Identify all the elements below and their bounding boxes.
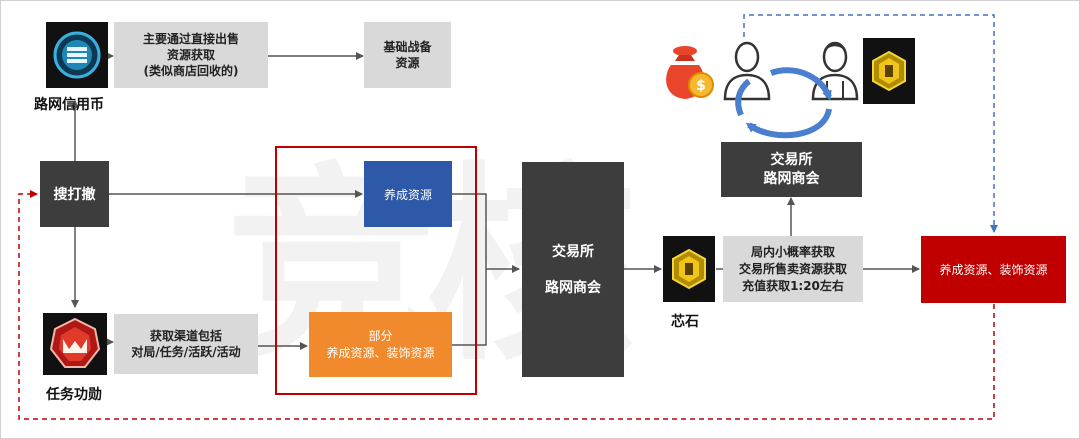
highlight-frame: [275, 146, 477, 395]
channels-box: 获取渠道包括 对局/任务/活跃/活动: [114, 314, 258, 374]
core-stone-small-icon: [863, 38, 915, 104]
nurture-resource-box: 养成资源: [364, 161, 452, 227]
acquire-note-box: 局内小概率获取 交易所售卖资源获取 充值获取1:20左右: [723, 236, 863, 302]
merit-badge-icon: [43, 313, 107, 375]
merit-label: 任务功勋: [46, 387, 102, 403]
dashed-link-top-to-result: [743, 14, 998, 233]
core-stone-label: 芯石: [671, 314, 699, 330]
user-silhouette-icon: [719, 37, 775, 101]
search-extract-box: 搜打撤: [40, 161, 109, 227]
partial-resource-box: 部分 养成资源、装饰资源: [309, 312, 452, 377]
core-stone-icon: [663, 236, 715, 302]
connector-partial-merge: [452, 269, 487, 346]
svg-text:$: $: [696, 78, 706, 94]
trade-cycle-arrows-icon: [731, 63, 841, 145]
exchange-main-box: 交易所 路网商会: [522, 162, 624, 377]
basic-supplies-box: 基础战备 资源: [364, 22, 451, 88]
credit-coin-label: 路网信用币: [34, 97, 104, 113]
dashed-loop-result-to-search: [18, 190, 995, 420]
result-resource-box: 养成资源、装饰资源: [921, 236, 1066, 303]
sell-note-box: 主要通过直接出售 资源获取 (类似商店回收的): [114, 22, 268, 88]
money-bag-icon: $: [657, 41, 721, 105]
connector-nurture-merge: [452, 193, 487, 269]
credit-coin-icon: [46, 22, 108, 88]
exchange-top-box: 交易所 路网商会: [721, 142, 862, 197]
